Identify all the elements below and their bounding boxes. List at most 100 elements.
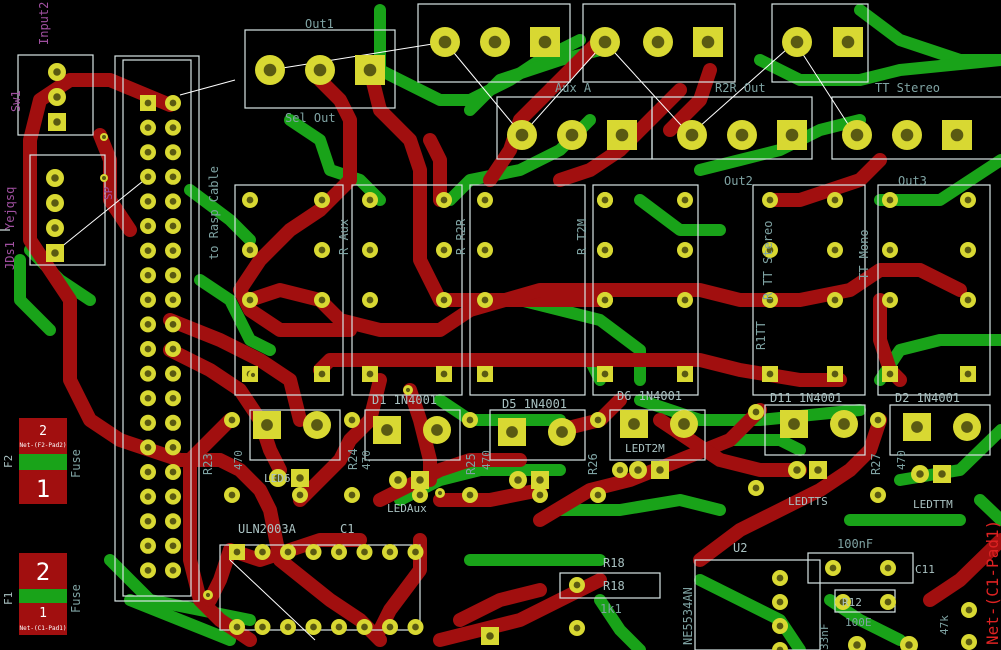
header-pin[interactable] bbox=[165, 414, 181, 431]
resistor-pad[interactable] bbox=[462, 487, 478, 503]
relay-pin[interactable] bbox=[314, 292, 330, 308]
header-pin[interactable] bbox=[140, 439, 156, 456]
led-pad[interactable] bbox=[531, 471, 549, 489]
sw1-pin[interactable] bbox=[48, 88, 66, 106]
resistor-pad[interactable] bbox=[590, 487, 606, 503]
relay-pin[interactable] bbox=[436, 242, 452, 258]
relay-pin[interactable] bbox=[314, 192, 330, 208]
header-pin[interactable] bbox=[140, 291, 156, 308]
diode-pad[interactable] bbox=[780, 410, 808, 438]
relay-pin[interactable] bbox=[362, 366, 378, 382]
relay-pin[interactable] bbox=[762, 192, 778, 208]
header-pin[interactable] bbox=[165, 513, 181, 530]
tt-stereo-pad[interactable] bbox=[942, 120, 972, 150]
relay-pin[interactable] bbox=[960, 242, 976, 258]
relay-pin[interactable] bbox=[677, 242, 693, 258]
relay-pin[interactable] bbox=[477, 366, 493, 382]
ic-pin[interactable] bbox=[481, 627, 499, 645]
header-pin[interactable] bbox=[140, 562, 156, 579]
jds1-pin[interactable] bbox=[46, 219, 64, 237]
header-pin[interactable] bbox=[165, 193, 181, 210]
relay-pin[interactable] bbox=[597, 366, 613, 382]
relay-pin[interactable] bbox=[762, 292, 778, 308]
relay-pin[interactable] bbox=[882, 192, 898, 208]
led-pad[interactable] bbox=[809, 461, 827, 479]
relay-pin[interactable] bbox=[960, 192, 976, 208]
relay-pin[interactable] bbox=[477, 192, 493, 208]
resistor-pad[interactable] bbox=[344, 412, 360, 428]
relay-pin[interactable] bbox=[762, 366, 778, 382]
header-pin[interactable] bbox=[165, 267, 181, 284]
header-pin[interactable] bbox=[165, 95, 181, 111]
r2r-out-pad[interactable] bbox=[727, 120, 757, 150]
led-pad[interactable] bbox=[291, 469, 309, 487]
relay-pin[interactable] bbox=[677, 292, 693, 308]
r2r-out-pad[interactable] bbox=[677, 120, 707, 150]
uln-pin[interactable] bbox=[331, 619, 347, 635]
via[interactable] bbox=[248, 370, 258, 380]
header-pin[interactable] bbox=[165, 242, 181, 259]
ic-pin[interactable] bbox=[835, 594, 851, 610]
uln-pin[interactable] bbox=[254, 619, 271, 635]
header-pin[interactable] bbox=[165, 537, 181, 554]
header-pin[interactable] bbox=[165, 144, 181, 161]
led-pad[interactable] bbox=[509, 471, 527, 489]
tt-stereo-pad[interactable] bbox=[892, 120, 922, 150]
resistor-pad[interactable] bbox=[462, 412, 478, 428]
out1-pad[interactable] bbox=[255, 55, 285, 85]
led-pad[interactable] bbox=[651, 461, 669, 479]
relay-pin[interactable] bbox=[362, 242, 378, 258]
resistor-pad[interactable] bbox=[748, 404, 764, 420]
header-pin[interactable] bbox=[165, 291, 181, 308]
ic-pin[interactable] bbox=[961, 602, 977, 618]
ic-pin[interactable] bbox=[848, 636, 866, 650]
ic-pin[interactable] bbox=[772, 618, 788, 634]
r2r-connector-pad[interactable] bbox=[590, 27, 620, 57]
uln-pin[interactable] bbox=[407, 544, 424, 560]
uln-pin[interactable] bbox=[229, 544, 245, 560]
input-connector-pad[interactable] bbox=[430, 27, 460, 57]
connector-pad[interactable] bbox=[782, 27, 812, 57]
ic-pin[interactable] bbox=[569, 620, 585, 636]
jds1-pin[interactable] bbox=[46, 244, 64, 262]
relay-pin[interactable] bbox=[362, 292, 378, 308]
uln-pin[interactable] bbox=[356, 544, 373, 560]
uln-pin[interactable] bbox=[382, 544, 398, 560]
sw1-pin[interactable] bbox=[48, 113, 66, 131]
uln-pin[interactable] bbox=[305, 619, 322, 635]
fuse-f1[interactable]: 2 1 Net-(C1-Pad1) bbox=[19, 553, 67, 635]
led-pad[interactable] bbox=[788, 461, 806, 479]
relay-pin[interactable] bbox=[362, 192, 378, 208]
tt-stereo-pad[interactable] bbox=[842, 120, 872, 150]
led-pad[interactable] bbox=[629, 461, 647, 479]
uln-pin[interactable] bbox=[382, 619, 398, 635]
relay-pin[interactable] bbox=[960, 292, 976, 308]
uln-pin[interactable] bbox=[280, 544, 296, 560]
uln-pin[interactable] bbox=[407, 619, 424, 635]
led-pad[interactable] bbox=[911, 465, 929, 483]
ic-pin[interactable] bbox=[961, 634, 977, 650]
diode-pad[interactable] bbox=[253, 411, 281, 439]
diode-pad[interactable] bbox=[953, 413, 981, 441]
header-pin[interactable] bbox=[140, 95, 156, 111]
diode-pad[interactable] bbox=[548, 418, 576, 446]
resistor-pad[interactable] bbox=[532, 487, 548, 503]
header-pin[interactable] bbox=[140, 168, 156, 185]
out1-pad[interactable] bbox=[305, 55, 335, 85]
ic-pin[interactable] bbox=[772, 570, 788, 586]
uln-pin[interactable] bbox=[280, 619, 296, 635]
uln-pin[interactable] bbox=[305, 544, 322, 560]
resistor-pad[interactable] bbox=[412, 487, 428, 503]
via[interactable] bbox=[435, 488, 445, 498]
diode-pad[interactable] bbox=[620, 410, 648, 438]
sp-pin[interactable] bbox=[100, 174, 108, 182]
r2r-connector-pad[interactable] bbox=[643, 27, 673, 57]
relay-pin[interactable] bbox=[960, 366, 976, 382]
diode-pad[interactable] bbox=[423, 416, 451, 444]
header-pin[interactable] bbox=[165, 488, 181, 505]
header-pin[interactable] bbox=[140, 513, 156, 530]
relay-pin[interactable] bbox=[882, 292, 898, 308]
header-pin[interactable] bbox=[140, 365, 156, 382]
relay-pin[interactable] bbox=[242, 292, 258, 308]
